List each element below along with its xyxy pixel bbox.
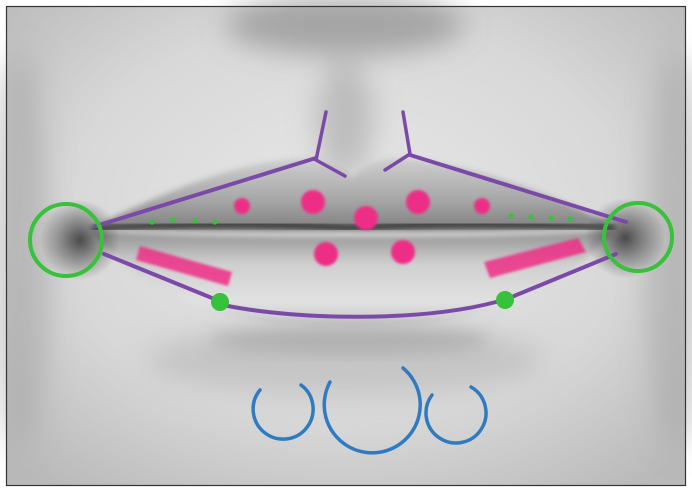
chin-shadow (210, 326, 490, 354)
left-corner-shadow (40, 200, 120, 280)
mouth-line (92, 225, 615, 229)
